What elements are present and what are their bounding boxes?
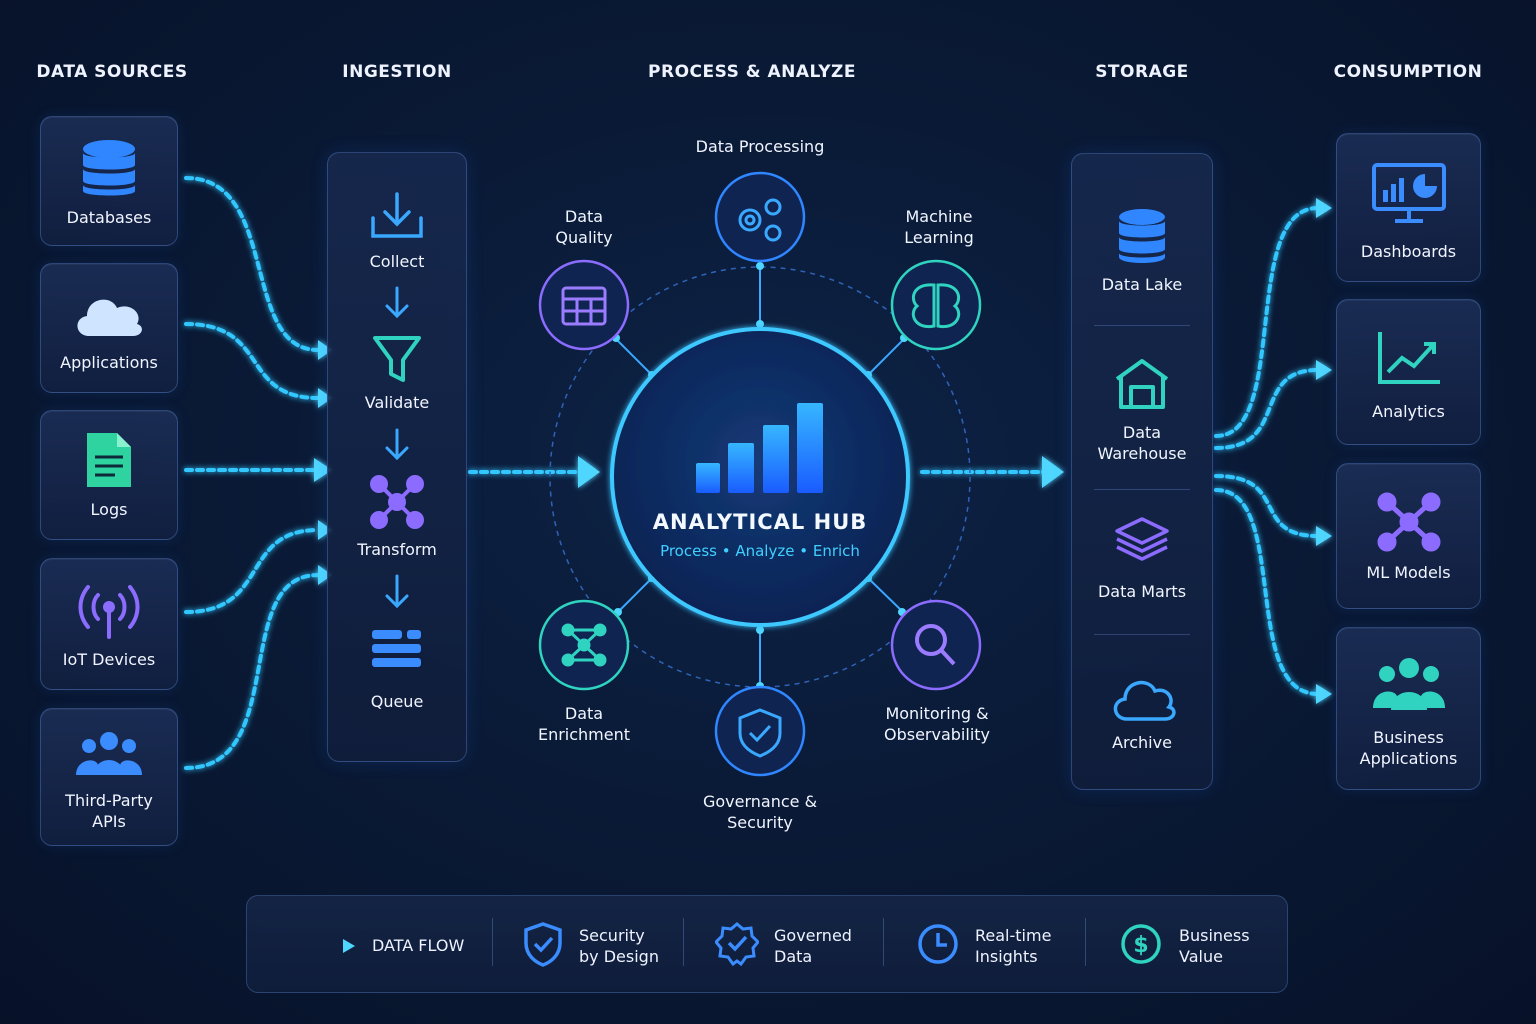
storage-divider [1094, 325, 1190, 326]
storage-label-data-marts: Data Marts [1097, 582, 1187, 601]
storage-divider [1094, 489, 1190, 490]
consumption-dashboards[interactable]: Dashboards [1336, 133, 1481, 282]
source-applications[interactable]: Applications [40, 263, 178, 393]
column-title-process: PROCESS & ANALYZE [648, 62, 856, 82]
legend-separator [1085, 918, 1086, 966]
consumption-label: Business [1373, 728, 1444, 747]
ml-network-icon [1377, 492, 1440, 552]
brain-icon [911, 283, 961, 329]
ingestion-step-queue: Queue [370, 692, 424, 711]
data-flow-arrow-icon [285, 939, 355, 953]
warehouse-icon [1115, 359, 1169, 409]
hub-title: ANALYTICAL HUB [652, 510, 868, 534]
legend-separator [683, 918, 684, 966]
consumption-label-line2: Applications [1359, 749, 1458, 768]
source-logs[interactable]: Logs [40, 410, 178, 540]
source-databases[interactable]: Databases [40, 116, 178, 246]
source-third-party-apis[interactable]: Third-Party APIs [40, 708, 178, 846]
transform-network-icon [370, 475, 424, 529]
legend-data-flow: DATA FLOW [372, 936, 465, 955]
source-label: Databases [66, 208, 152, 227]
line-chart-icon [1377, 332, 1440, 384]
clock-icon [918, 924, 958, 964]
search-icon [915, 624, 956, 666]
consumption-label: Analytics [1372, 402, 1445, 421]
dashboard-monitor-icon [1371, 163, 1446, 223]
node-label-monitoring: Monitoring &Observability [883, 704, 990, 744]
cloud-icon [77, 299, 142, 336]
consumption-ml-models[interactable]: ML Models [1336, 463, 1481, 609]
document-icon [87, 433, 131, 487]
governed-badge-icon [715, 922, 759, 967]
column-title-ingestion: INGESTION [342, 62, 452, 82]
source-label: IoT Devices [62, 650, 156, 669]
network-icon [561, 623, 607, 667]
bar-chart-icon [696, 403, 823, 493]
node-label-data-processing: Data Processing [695, 137, 825, 156]
legend-separator [883, 918, 884, 966]
data-lake-icon [1119, 209, 1165, 263]
antenna-icon [78, 585, 140, 639]
storage-label-data-lake: Data Lake [1101, 275, 1183, 294]
consumption-analytics[interactable]: Analytics [1336, 299, 1481, 445]
filter-icon [373, 336, 421, 382]
consumption-label: ML Models [1366, 563, 1451, 582]
database-icon [83, 140, 135, 196]
arrow-down-icon [385, 286, 409, 609]
source-label: Third-Party [65, 791, 153, 810]
source-iot-devices[interactable]: IoT Devices [40, 558, 178, 690]
ingestion-step-transform: Transform [357, 540, 437, 559]
download-icon [371, 192, 423, 238]
queue-icon [372, 630, 421, 667]
dollar-icon: $ [1121, 924, 1161, 964]
ingestion-icons [370, 192, 424, 667]
legend-separator [492, 918, 493, 966]
column-title-storage: STORAGE [1095, 62, 1189, 82]
storage-icons [1113, 209, 1176, 721]
layers-icon [1115, 517, 1169, 561]
column-title-consumption: CONSUMPTION [1333, 62, 1483, 82]
shield-check-icon [738, 708, 782, 758]
consumption-label: Dashboards [1360, 242, 1457, 261]
storage-divider [1094, 634, 1190, 635]
svg-text:$: $ [1133, 933, 1148, 958]
source-label: Logs [90, 500, 128, 519]
node-label-governance: Governance &Security [702, 792, 818, 832]
table-icon [561, 286, 607, 326]
source-label: Applications [60, 353, 158, 372]
consumption-business-applications[interactable]: Business Applications [1336, 627, 1481, 790]
source-label-line2: APIs [92, 812, 126, 831]
users-icon [76, 732, 142, 775]
hub-subtitle: Process • Analyze • Enrich [660, 542, 860, 560]
column-title-sources: DATA SOURCES [36, 62, 188, 82]
ingestion-step-collect: Collect [369, 252, 425, 271]
storage-label-archive: Archive [1112, 733, 1172, 752]
gears-icon [738, 198, 782, 242]
archive-cloud-icon [1113, 680, 1176, 721]
ingestion-step-validate: Validate [364, 393, 430, 412]
security-shield-icon [524, 922, 562, 967]
business-users-icon [1372, 658, 1445, 710]
